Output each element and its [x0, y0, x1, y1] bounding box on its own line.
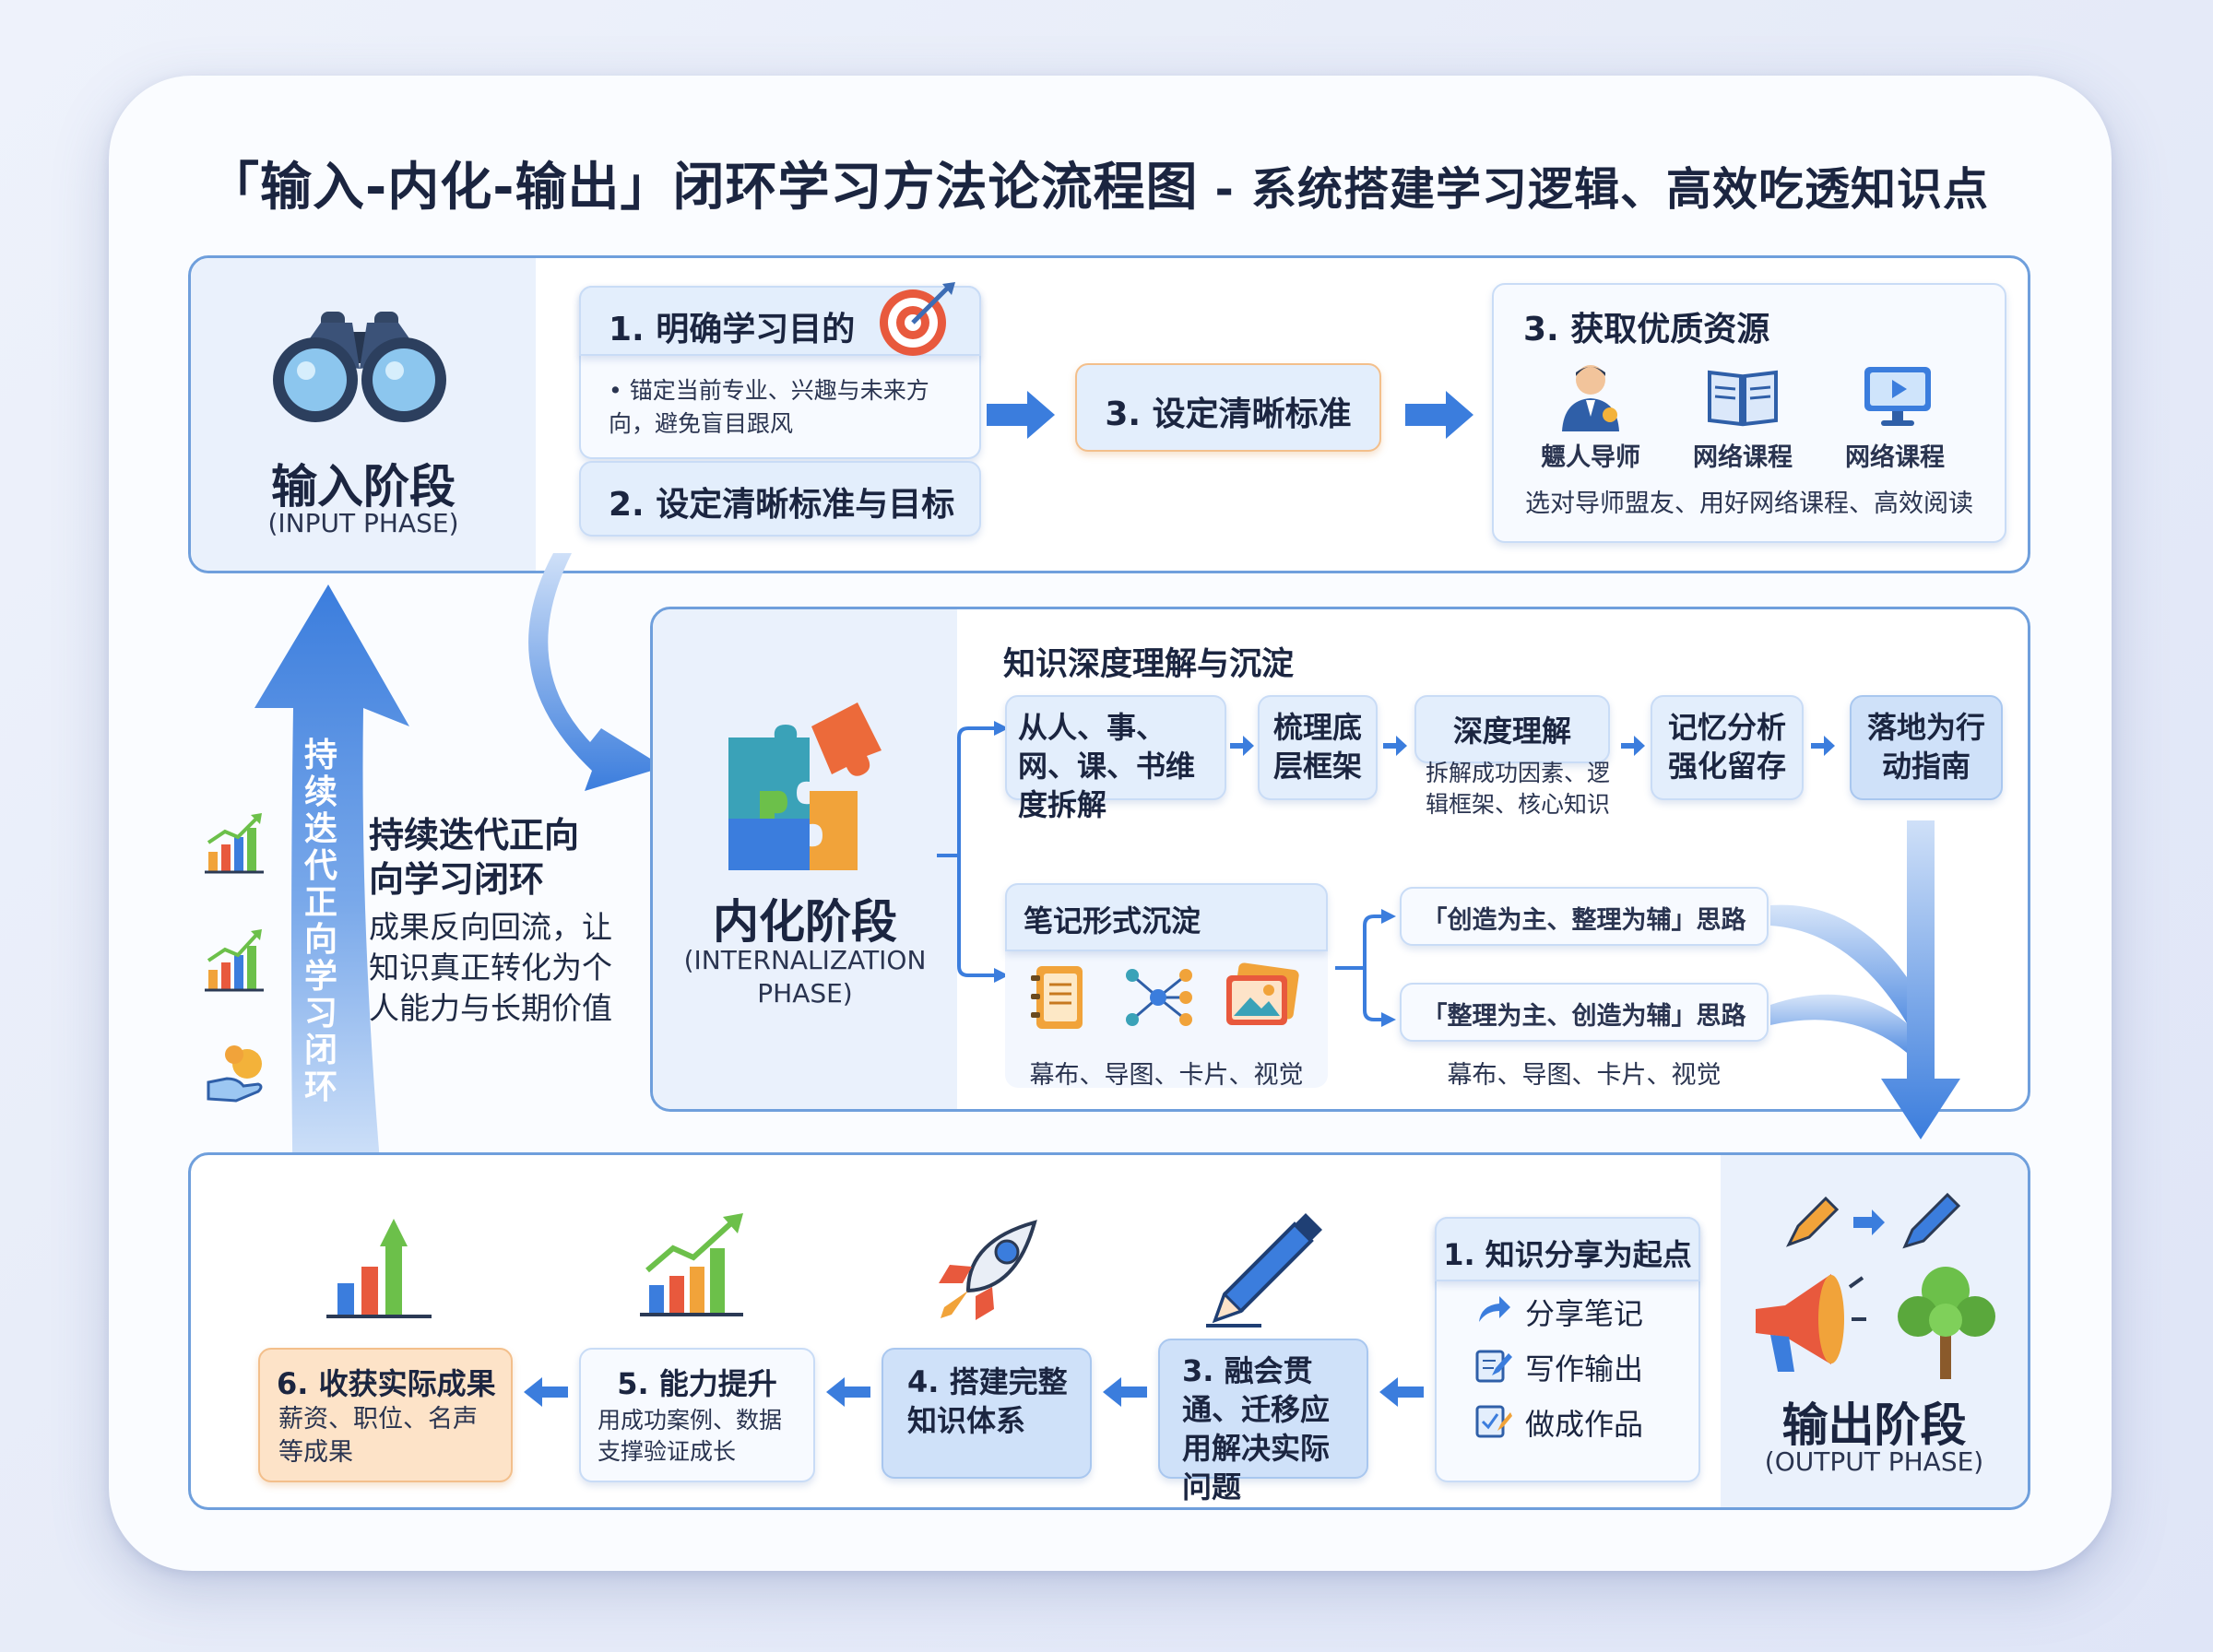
arrow-right-icon [1383, 736, 1407, 756]
monitor-icon [1864, 367, 1931, 426]
resource-item: 魒人导师 [1541, 443, 1640, 472]
output-start-item: 写作输出 [1525, 1351, 1644, 1386]
input-phase-box [191, 258, 536, 571]
loop-up-arrow-icon [254, 584, 409, 1224]
edit-icon [1475, 1350, 1512, 1383]
output-step-6-label: 6. 收获实际成果 [277, 1366, 496, 1401]
input-step2-card[interactable] [579, 461, 981, 537]
arrow-right-icon [987, 391, 1055, 439]
mindmap-icon [1126, 969, 1192, 1026]
arrow-left-icon [524, 1377, 568, 1407]
input-standard-card[interactable] [1075, 363, 1381, 452]
output-start-item: 做成作品 [1525, 1407, 1644, 1442]
flow-step-5[interactable] [1850, 695, 2003, 800]
flow-step-1[interactable] [1005, 695, 1226, 800]
target-icon [880, 282, 955, 356]
arrow-left-icon [1103, 1377, 1147, 1407]
loop-vertical-label: 持续迭代正向学习闭环 [303, 737, 337, 1106]
output-step-3[interactable] [1158, 1339, 1368, 1479]
notes-header [1005, 883, 1328, 951]
internal-heading: 知识深度理解与沉淀 [1003, 646, 1295, 683]
tree-icon [1898, 1267, 1995, 1379]
flow-step-2[interactable] [1258, 695, 1378, 800]
output-step-4[interactable] [882, 1348, 1092, 1479]
output-step-5-label: 5. 能力提升 [617, 1366, 777, 1401]
branch-connector [1335, 909, 1396, 1027]
flow-step-2-label: 梳理底层框架 [1272, 710, 1362, 784]
notes-caption: 幕布、导图、卡片、视觉 [1029, 1061, 1304, 1090]
binoculars-icon [273, 312, 446, 422]
output-step-5[interactable] [579, 1348, 815, 1482]
arrow-right-icon [1230, 736, 1254, 756]
internal-phase-title: 内化阶段 [713, 895, 897, 949]
notebook-icon [1031, 966, 1083, 1029]
flow-step-4[interactable] [1651, 695, 1804, 800]
notes-label: 笔记形式沉淀 [1024, 903, 1201, 938]
output-step-6[interactable] [258, 1348, 513, 1482]
money-hand-icon [207, 1045, 263, 1103]
branch-connector [937, 721, 1009, 983]
resource-item: 网络课程 [1845, 443, 1945, 472]
notes-path-b[interactable] [1400, 983, 1769, 1042]
puzzle-icon [728, 702, 882, 870]
input-standard-label: 3. 设定清晰标准 [1105, 395, 1352, 433]
flow-down-arrow-icon [1770, 820, 1960, 1139]
resources-caption: 选对导师盟友、用好网络课程、高效阅读 [1525, 490, 1973, 518]
input-step2-label: 2. 设定清晰标准与目标 [609, 486, 955, 524]
megaphone-icon [1756, 1274, 1866, 1372]
bar-chart-icon [205, 813, 264, 874]
output-step-4-label: 4. 搭建完整知识体系 [907, 1364, 1068, 1438]
page-title: 「输入-内化-输出」闭环学习方法论流程图 - 系统搭建学习逻辑、高效吃透知识点 [207, 158, 1989, 218]
notes-path-b-label: 「整理为主、创造为辅」思路 [1422, 1002, 1746, 1031]
output-phase-title: 输出阶段 [1781, 1398, 1967, 1452]
flow-step-5-label: 落地为行动指南 [1866, 710, 1985, 784]
loop-heading: 持续迭代正向向学习闭环 [369, 815, 580, 900]
photo-icon [1226, 962, 1299, 1025]
arrow-right-icon [1811, 736, 1835, 756]
flow-step-4-label: 记忆分析强化留存 [1667, 710, 1786, 784]
arrow-left-icon [1379, 1377, 1424, 1407]
flow-step-3-detail: 拆解成功因素、逻辑框架、核心知识 [1426, 760, 1611, 818]
input-phase-subtitle: (INPUT PHASE) [267, 508, 459, 538]
arrow-left-icon [826, 1377, 870, 1407]
output-start-label: 1. 知识分享为起点 [1443, 1237, 1692, 1272]
output-start-item: 分享笔记 [1525, 1296, 1644, 1331]
flow-step-3[interactable] [1414, 695, 1610, 763]
input-step1-bullet: • 锚定当前专业、兴趣与未来方向，避免盲目跟风 [609, 377, 929, 437]
flow-step-1-label: 从人、事、网、课、书维度拆解 [1018, 710, 1196, 822]
pen-transfer-icon [1785, 1192, 1961, 1249]
output-step-6-detail: 薪资、职位、名声等成果 [278, 1405, 478, 1467]
output-step-3-label: 3. 融会贯通、迁移应用解决实际问题 [1182, 1353, 1331, 1504]
mentor-icon [1562, 365, 1619, 431]
growth-chart-icon [640, 1213, 743, 1316]
resource-item: 网络课程 [1693, 443, 1793, 472]
notes-path-caption: 幕布、导图、卡片、视觉 [1447, 1061, 1722, 1090]
share-icon [1479, 1296, 1510, 1322]
arrow-right-icon [1621, 736, 1645, 756]
pen-icon [1206, 1213, 1322, 1328]
book-icon [1708, 370, 1778, 427]
output-start-header [1435, 1217, 1700, 1281]
bar-chart-icon [326, 1219, 432, 1318]
output-phase-subtitle: (OUTPUT PHASE) [1764, 1446, 1984, 1477]
resources-label: 3. 获取优质资源 [1523, 311, 1770, 348]
growth-chart-icon [205, 929, 264, 992]
checklist-icon [1475, 1405, 1512, 1438]
notes-path-a-label: 「创造为主、整理为辅」思路 [1422, 906, 1746, 935]
input-phase-title: 输入阶段 [271, 460, 456, 513]
flow-step-3-label: 深度理解 [1452, 714, 1571, 749]
arrow-right-icon [1405, 391, 1473, 439]
curve-arrow-icon [528, 553, 664, 791]
output-step-5-detail: 用成功案例、数据支撑验证成长 [598, 1407, 783, 1465]
notes-path-a[interactable] [1400, 887, 1769, 946]
loop-body: 成果反向回流，让知识真正转化为个人能力与长期价值 [369, 909, 612, 1026]
input-step1-label: 1. 明确学习目的 [609, 311, 856, 348]
rocket-icon [939, 1220, 1037, 1320]
